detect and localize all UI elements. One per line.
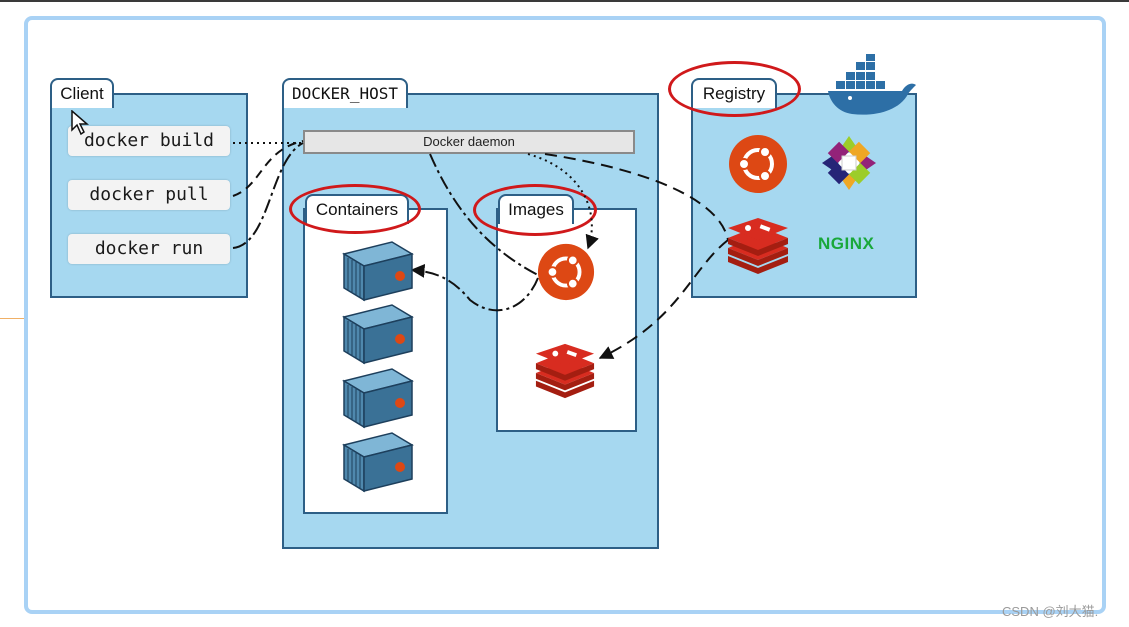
docker-daemon-bar: Docker daemon bbox=[303, 130, 635, 154]
run-line bbox=[232, 142, 304, 249]
registry-highlight-ellipse bbox=[668, 61, 801, 117]
top-border-line bbox=[0, 0, 1129, 2]
centos-icon bbox=[822, 136, 876, 190]
container-icon bbox=[342, 368, 414, 429]
registry-panel bbox=[691, 93, 917, 298]
csdn-watermark: CSDN @刘大猫. bbox=[1002, 604, 1099, 619]
docker-pull-command: docker pull bbox=[68, 180, 230, 210]
images-highlight-ellipse bbox=[473, 184, 597, 236]
pull-line bbox=[232, 140, 304, 197]
left-edge-marker bbox=[0, 318, 28, 319]
pull-registry-line bbox=[544, 153, 729, 241]
docker-host-title: DOCKER_HOST bbox=[282, 78, 408, 108]
redis-icon bbox=[728, 218, 788, 274]
redis-image-icon bbox=[535, 343, 595, 399]
docker-run-command: docker run bbox=[68, 234, 230, 264]
docker-whale-icon bbox=[828, 54, 916, 115]
nginx-logo-text: NGINX bbox=[818, 234, 875, 253]
docker-build-command: docker build bbox=[68, 126, 230, 156]
container-icon bbox=[342, 304, 414, 365]
run-to-container-line bbox=[429, 153, 539, 276]
containers-highlight-ellipse bbox=[289, 184, 421, 234]
container-icon bbox=[342, 432, 414, 493]
ubuntu-image-icon bbox=[537, 243, 595, 301]
registry-to-redis-image bbox=[598, 239, 729, 359]
container-icon bbox=[342, 241, 414, 302]
ubuntu-icon bbox=[729, 135, 787, 193]
daemon-to-ubuntu-image bbox=[527, 153, 599, 250]
mouse-cursor-icon bbox=[71, 110, 89, 136]
client-title: Client bbox=[50, 78, 114, 108]
image-to-container-arrow bbox=[410, 263, 539, 312]
